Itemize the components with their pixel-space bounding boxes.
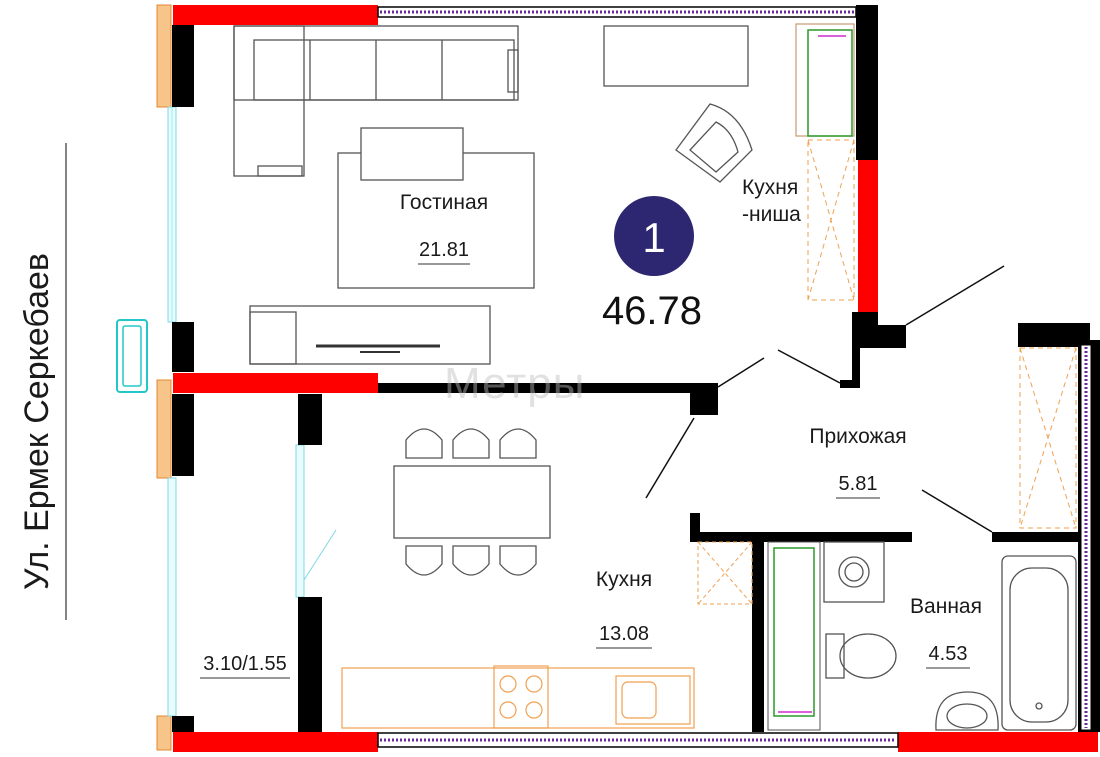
room-bath: Ванная 4.53 (910, 595, 982, 669)
kitchen-upper-cabinet (697, 541, 753, 605)
room-name-bath: Ванная (910, 595, 982, 618)
street-label: Ул. Ермек Серкебаев (18, 143, 67, 620)
doors (645, 265, 1005, 533)
partition-walls (377, 6, 1092, 748)
kitchen-counter-icon (341, 665, 695, 729)
watermark: Метры (444, 359, 585, 408)
desk-icon (603, 25, 749, 87)
window-balcony-outer (167, 477, 177, 717)
street-name: Ул. Ермек Серкебаев (18, 253, 56, 590)
room-area-balcony: 3.10/1.55 (203, 653, 286, 675)
room-name-niche-2: -ниша (742, 203, 801, 226)
bathtub-icon (1001, 555, 1077, 731)
load-bearing-walls (173, 5, 1098, 752)
sofa-icon (233, 25, 519, 177)
room-area-kitchen: 13.08 (599, 623, 649, 645)
walls (172, 5, 1100, 732)
room-count: 1 (642, 214, 665, 261)
armchair-icon (675, 103, 753, 183)
bath-sink-icon (935, 691, 999, 731)
room-area-hall: 5.81 (839, 473, 878, 495)
facade-insulation (156, 4, 172, 751)
kitchen-niche-cabinets (795, 23, 855, 301)
tv-stand-icon (249, 305, 491, 365)
room-area-bath: 4.53 (929, 643, 968, 665)
room-kitchen-niche: Кухня -ниша (742, 176, 801, 226)
ac-unit-icon (116, 319, 148, 393)
window-living (167, 106, 177, 323)
room-area-living: 21.81 (419, 239, 469, 261)
dining-chairs-icon (405, 428, 537, 576)
room-name-kitchen: Кухня (596, 568, 652, 591)
total-area: 46.78 (602, 289, 702, 333)
bath-closet-icon (767, 541, 821, 731)
window-kitchen (295, 444, 337, 598)
room-living: Гостиная 21.81 (400, 191, 488, 265)
washing-machine-icon (823, 541, 885, 603)
rug-icon (337, 127, 535, 289)
room-name-hall: Прихожая (809, 425, 906, 448)
room-balcony: 3.10/1.55 (200, 653, 290, 679)
room-name-living: Гостиная (400, 191, 488, 214)
room-name-niche-1: Кухня (742, 176, 798, 199)
room-kitchen: Кухня 13.08 (596, 568, 652, 649)
room-count-badge: 1 (614, 196, 694, 276)
toilet-icon (825, 633, 897, 679)
wardrobe-icon (1019, 347, 1077, 529)
room-hall: Прихожая 5.81 (809, 425, 907, 499)
dining-table-icon (393, 465, 551, 539)
